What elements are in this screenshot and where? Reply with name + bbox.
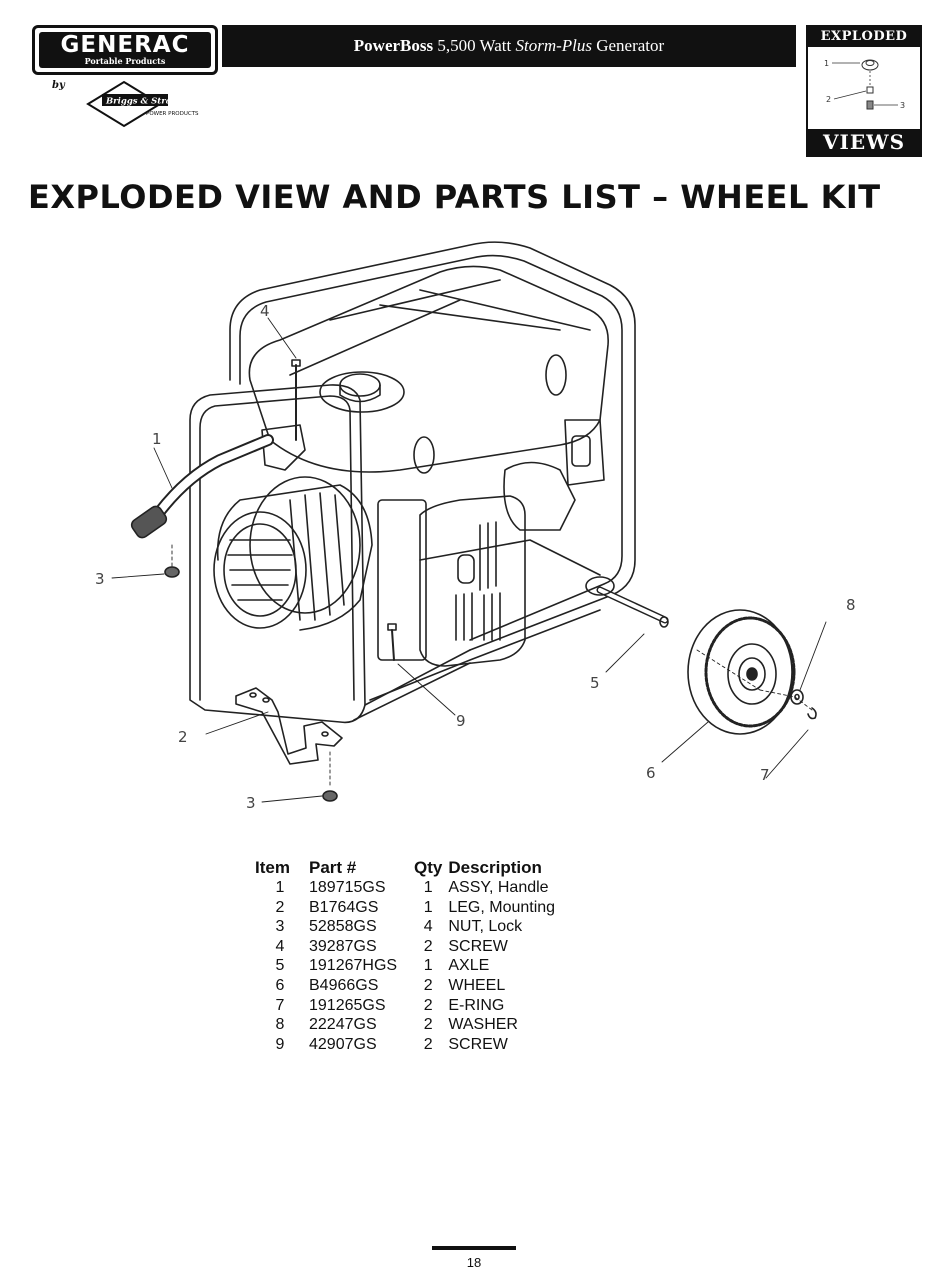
callout-8: 8	[846, 596, 856, 614]
header-bar: PowerBoss 5,500 Watt Storm-Plus Generato…	[222, 25, 796, 67]
parts-list: Item Part # Qty Description 1 189715GS 1 AS…	[255, 858, 648, 1054]
header-qty: Qty	[414, 858, 443, 877]
item-cell: 9	[275, 1035, 285, 1053]
page-divider	[432, 1246, 516, 1250]
part-number-cell: 22247GS	[309, 1016, 377, 1034]
logo-text: GENERAC	[60, 32, 190, 58]
logo-subtext: Portable Products	[84, 56, 166, 66]
qty-cell: 2	[423, 996, 433, 1014]
table-row: 5 191267HGS 1 AXLE	[255, 956, 648, 976]
table-row: 1 189715GS 1 ASSY, Handle	[255, 878, 648, 898]
description-cell: SCREW	[448, 937, 508, 955]
description-cell: E-RING	[448, 996, 505, 1014]
header-item: Item	[255, 858, 290, 877]
badge-top-label: EXPLODED	[808, 27, 920, 47]
qty-cell: 2	[423, 937, 433, 955]
item-cell: 4	[275, 937, 285, 955]
description-cell: NUT, Lock	[448, 918, 523, 936]
description-cell: ASSY, Handle	[448, 879, 549, 896]
part-number-cell: B4966GS	[309, 976, 379, 994]
qty-cell: 2	[423, 976, 433, 994]
part-number-cell: 189715GS	[309, 879, 386, 896]
qty-cell: 1	[423, 879, 433, 896]
description-cell: AXLE	[448, 957, 490, 975]
callout-9: 9	[456, 712, 466, 730]
description-cell: WHEEL	[448, 976, 506, 994]
exploded-views-badge: EXPLODED 1 2 3 VIEWS	[806, 25, 922, 157]
qty-cell: 4	[423, 918, 433, 936]
parts-table-header: Item Part # Qty Description	[255, 858, 648, 878]
table-row: 3 52858GS 4 NUT, Lock	[255, 917, 648, 937]
description-cell: WASHER	[448, 1016, 518, 1034]
description-cell: SCREW	[448, 1035, 508, 1053]
table-row: 2 B1764GS 1 LEG, Mounting	[255, 898, 648, 918]
generac-logo: GENERAC Portable Products	[32, 25, 218, 75]
part-number-cell: 39287GS	[309, 937, 377, 955]
page-number: 18	[466, 1255, 482, 1270]
qty-cell: 2	[423, 1016, 433, 1034]
product-wattage: 5,500 Watt	[433, 36, 516, 55]
table-row: 9 42907GS 2 SCREW	[255, 1035, 648, 1055]
item-cell: 5	[275, 957, 285, 975]
table-row: 8 22247GS 2 WASHER	[255, 1015, 648, 1035]
description-cell: LEG, Mounting	[448, 898, 556, 916]
part-number-cell: 191265GS	[309, 996, 386, 1014]
badge-callout-1: 1	[824, 59, 829, 68]
partner-name: Briggs & Stratton	[105, 97, 191, 107]
briggs-stratton-logo: Briggs & Stratton POWER PRODUCTS	[86, 80, 199, 128]
callout-6: 6	[646, 764, 656, 782]
callout-3a: 3	[95, 570, 105, 588]
part-number-cell: B1764GS	[309, 898, 379, 916]
exploded-view-diagram: 1 2 3 3 4 5 6 7 8 9	[95, 241, 856, 812]
callout-2: 2	[178, 728, 188, 746]
parts-table: Item Part # Qty Description 1 189715GS 1 AS…	[255, 858, 648, 1054]
item-cell: 7	[275, 996, 285, 1014]
item-cell: 6	[275, 976, 285, 994]
item-cell: 3	[275, 918, 285, 936]
badge-callout-3: 3	[900, 101, 905, 110]
item-cell: 2	[275, 898, 285, 916]
badge-callout-2: 2	[826, 95, 831, 104]
page-title: EXPLODED VIEW AND PARTS LIST – WHEEL KIT	[28, 178, 881, 216]
item-cell: 1	[275, 879, 285, 896]
part-number-cell: 52858GS	[309, 918, 377, 936]
qty-cell: 1	[423, 957, 433, 975]
header-part-number: Part #	[309, 858, 357, 877]
part-number-cell: 42907GS	[309, 1035, 377, 1053]
qty-cell: 1	[423, 898, 433, 916]
by-label: by	[52, 80, 65, 91]
item-cell: 8	[275, 1016, 285, 1034]
callout-3b: 3	[246, 794, 256, 812]
product-model: Storm-Plus	[515, 36, 592, 55]
partner-subtext: POWER PRODUCTS	[146, 111, 199, 117]
table-row: 7 191265GS 2 E-RING	[255, 996, 648, 1016]
product-type: Generator	[591, 36, 665, 55]
part-number-cell: 191267HGS	[309, 957, 398, 975]
callout-7: 7	[760, 766, 770, 784]
table-row: 6 B4966GS 2 WHEEL	[255, 976, 648, 996]
table-row: 4 39287GS 2 SCREW	[255, 937, 648, 957]
callout-4: 4	[260, 302, 270, 320]
product-name: PowerBoss	[353, 36, 434, 55]
qty-cell: 2	[423, 1035, 433, 1053]
callout-5: 5	[590, 674, 600, 692]
badge-illustration: 1 2 3	[824, 59, 905, 110]
badge-bottom-label: VIEWS	[808, 129, 920, 155]
callout-1: 1	[152, 430, 162, 448]
header-description: Description	[448, 858, 542, 877]
